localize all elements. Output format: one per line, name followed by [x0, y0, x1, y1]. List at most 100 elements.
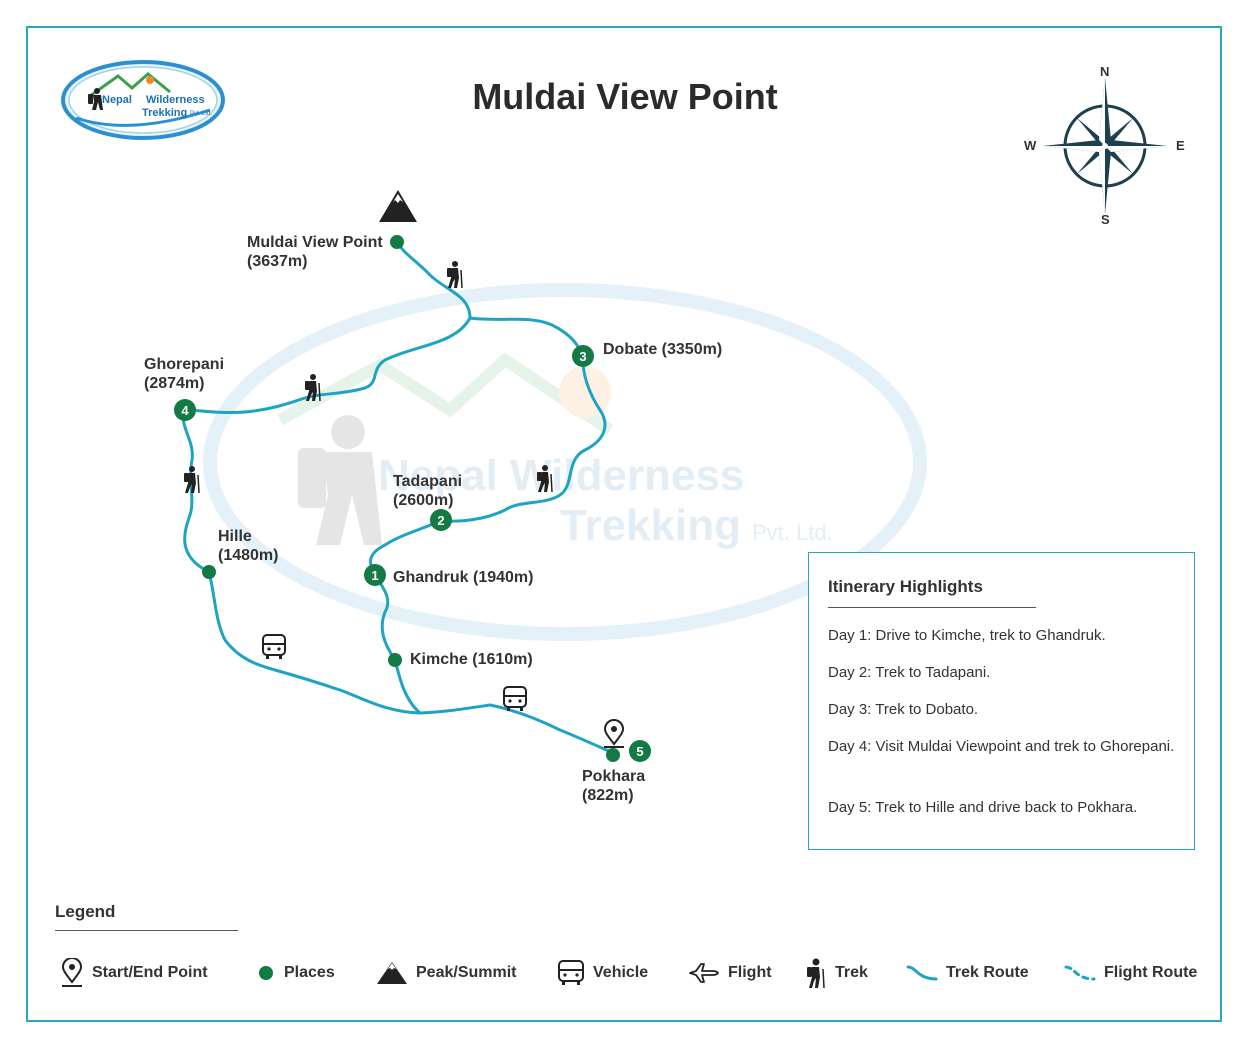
legend-item-start-end: Start/End Point: [60, 958, 208, 988]
stop-marker-ghandruk: [364, 564, 386, 586]
hiker-icon: [447, 261, 463, 289]
legend-item-trek-route: Trek Route: [906, 958, 1029, 988]
stop-marker-pokhara: [629, 740, 651, 762]
itinerary-title: Itinerary Highlights: [828, 577, 983, 596]
hiker-icon: [807, 958, 825, 989]
watermark-line1: Nepal Wilderness: [378, 451, 744, 500]
route-junction-ghorepani: [183, 316, 472, 415]
legend-label-start-end: Start/End Point: [92, 964, 208, 981]
place-dot-hille: [202, 565, 216, 579]
place-name-muldai: Muldai View Point: [247, 234, 383, 251]
route-ghandruk-kimche: [373, 573, 397, 662]
stop-marker-ghorepani: [174, 399, 196, 421]
place-altitude-hille: (1480m): [218, 547, 279, 564]
bus-icon: [558, 960, 584, 985]
place-dot-kimche: [388, 653, 402, 667]
route-hille-junction: [207, 570, 422, 715]
place-label-ghandruk: Ghandruk (1940m): [393, 569, 534, 586]
flight-route-icon: [1064, 965, 1096, 981]
legend-label-peak: Peak/Summit: [416, 964, 517, 981]
place-label-muldai: Muldai View Point (3637m): [247, 233, 383, 271]
place-dot-muldai: [390, 235, 404, 249]
compass-west-label: W: [1024, 138, 1037, 153]
legend-label-trek-route: Trek Route: [946, 964, 1029, 981]
peak-icon: [379, 190, 417, 222]
place-altitude-ghorepani: (2874m): [144, 375, 205, 392]
logo-text-trekking: Trekking: [142, 107, 188, 119]
legend-label-places: Places: [284, 964, 335, 981]
place-dot-pokhara: [606, 748, 620, 762]
map-title: Muldai View Point: [472, 76, 778, 117]
hiker-icon: [305, 374, 321, 402]
place-name-hille: Hille: [218, 528, 252, 545]
map-pin-icon: [61, 958, 83, 987]
map-frame: [26, 26, 1222, 1022]
stop-number-ghandruk: 1: [371, 568, 378, 583]
logo-emblem: [61, 60, 225, 140]
legend-title: Legend: [55, 902, 116, 921]
place-label-dobate: Dobate (3350m): [603, 341, 723, 358]
legend-item-flight-route: Flight Route: [1064, 958, 1197, 988]
legend-label-flight-route: Flight Route: [1104, 964, 1198, 981]
compass-rose: [1043, 78, 1167, 214]
place-altitude-muldai: (3637m): [247, 253, 308, 270]
route-dobate-tadapani: [438, 354, 607, 523]
watermark-line2: Trekking: [560, 501, 741, 550]
place-label-pokhara: Pokhara (822m): [582, 767, 645, 805]
route-muldai-junction: [395, 240, 472, 320]
place-name-tadapani: Tadapani: [393, 473, 463, 490]
compass-south-label: S: [1101, 212, 1110, 227]
bus-icon: [262, 634, 286, 659]
legend-divider: [55, 930, 238, 931]
itinerary-day-4: Day 4: Visit Muldai Viewpoint and trek t…: [828, 738, 1175, 755]
trek-routes: [181, 240, 615, 755]
peak-icon: [377, 962, 407, 984]
itinerary-day-5: Day 5: Trek to Hille and drive back to P…: [828, 799, 1138, 816]
legend-item-peak: Peak/Summit: [376, 958, 516, 988]
place-label-tadapani: Tadapani (2600m): [393, 472, 462, 510]
place-label-kimche: Kimche (1610m): [410, 651, 533, 668]
itinerary-day-1: Day 1: Drive to Kimche, trek to Ghandruk…: [828, 627, 1106, 644]
hiker-icon: [184, 466, 200, 494]
airplane-icon: [689, 963, 719, 983]
watermark: Nepal Wilderness Trekking Pvt. Ltd.: [203, 283, 927, 641]
route-junction-dobate: [468, 316, 585, 358]
compass-east-label: E: [1176, 138, 1185, 153]
logo-text-nepal: Nepal: [102, 94, 132, 106]
watermark-line3: Pvt. Ltd.: [752, 520, 833, 545]
legend-item-vehicle: Vehicle: [557, 958, 648, 988]
compass-north-label: N: [1100, 64, 1110, 79]
company-logo: Nepal Wilderness Trekking Pvt. Ltd.: [60, 58, 226, 142]
place-label-ghorepani: Ghorepani (2874m): [144, 355, 224, 393]
stop-number-tadapani: 2: [437, 513, 444, 528]
route-junction-pokhara: [418, 703, 615, 755]
logo-text-wilderness: Wilderness: [146, 94, 205, 106]
legend-label-trek: Trek: [835, 964, 868, 981]
place-name-ghorepani: Ghorepani: [144, 356, 225, 373]
bus-icon: [503, 686, 527, 711]
legend-label-vehicle: Vehicle: [593, 964, 649, 981]
place-altitude-pokhara: (822m): [582, 787, 634, 804]
stop-number-pokhara: 5: [636, 744, 643, 759]
map-pin-icon: [603, 719, 625, 748]
legend-item-trek: Trek: [805, 958, 868, 989]
stop-number-dobate: 3: [579, 349, 586, 364]
legend-item-places: Places: [256, 958, 335, 988]
legend-item-flight: Flight: [688, 958, 772, 988]
trek-route-icon: [906, 965, 938, 981]
itinerary-day-3: Day 3: Trek to Dobato.: [828, 701, 979, 718]
stop-number-ghorepani: 4: [181, 403, 189, 418]
stop-marker-tadapani: [430, 509, 452, 531]
place-label-hille: Hille (1480m): [218, 527, 278, 565]
place-dot-icon: [259, 966, 273, 980]
itinerary-day-2: Day 2: Trek to Tadapani.: [828, 664, 991, 681]
place-markers: [174, 235, 651, 762]
legend-label-flight: Flight: [728, 964, 772, 981]
itinerary-divider: [828, 607, 1036, 608]
hiker-icon: [537, 465, 553, 493]
stop-marker-dobate: [572, 345, 594, 367]
place-altitude-tadapani: (2600m): [393, 492, 454, 509]
itinerary-panel: Itinerary Highlights Day 1: Drive to Kim…: [808, 552, 1195, 850]
place-name-pokhara: Pokhara: [582, 768, 646, 785]
